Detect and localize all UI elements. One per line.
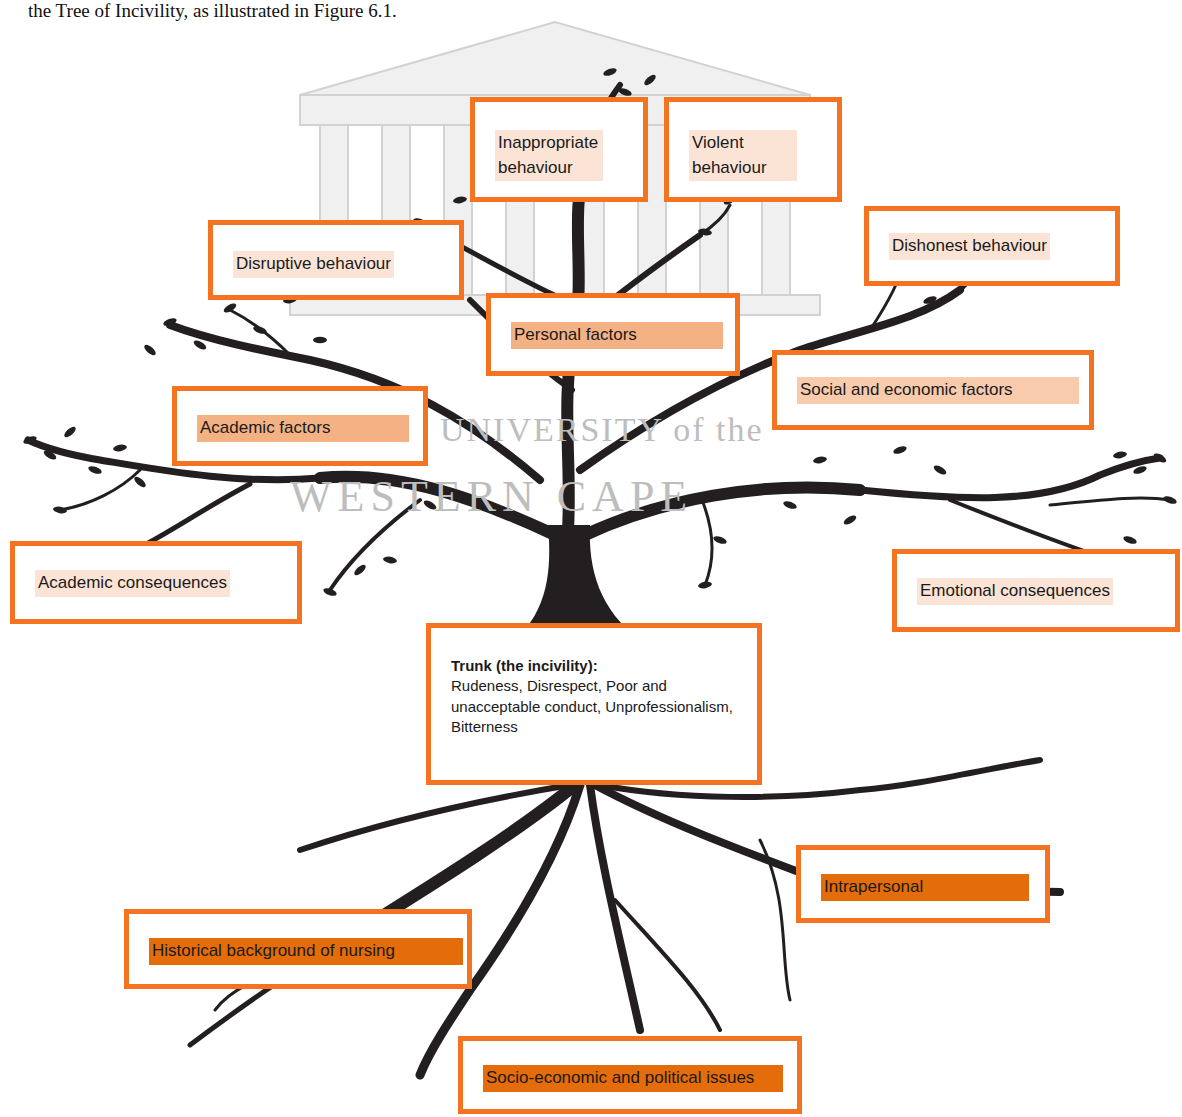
label-box: Social and economic factors xyxy=(772,350,1094,430)
watermark-text: UNIVERSITY of the xyxy=(440,410,764,450)
leaf xyxy=(143,343,158,357)
leaf xyxy=(192,339,207,352)
label-box: Dishonest behaviour xyxy=(864,206,1120,286)
leaf xyxy=(922,295,937,306)
document-text: the Tree of Incivility, as illustrated i… xyxy=(28,0,397,22)
trunk-body-text: Rudeness, Disrespect, Poor and unaccepta… xyxy=(451,676,743,737)
watermark-text: WESTERN CAPE xyxy=(290,472,693,522)
root xyxy=(615,900,720,1030)
root xyxy=(300,785,570,850)
twig xyxy=(60,470,140,510)
box-text: Dishonest behaviour xyxy=(889,233,1050,260)
leaf xyxy=(113,444,128,453)
leaf xyxy=(252,325,267,336)
label-box: Academic factors xyxy=(172,386,428,466)
leaf xyxy=(42,449,57,462)
label-box: Personal factors xyxy=(486,293,740,376)
leaf xyxy=(453,196,468,205)
box-text: Social and economic factors xyxy=(797,377,1079,404)
tree xyxy=(28,85,1170,1075)
label-box: Disruptive behaviour xyxy=(208,220,464,300)
leaf xyxy=(1113,451,1128,460)
label-box: Intrapersonal xyxy=(796,845,1050,923)
leaf xyxy=(782,500,797,511)
leaf xyxy=(53,506,68,515)
trunk-box: Trunk (the incivility):Rudeness, Disresp… xyxy=(426,623,762,785)
leaf xyxy=(698,581,713,590)
box-text: Emotional consequences xyxy=(917,578,1113,605)
box-text: Academic factors xyxy=(197,415,409,442)
box-text: Socio-economic and political issues xyxy=(483,1065,783,1092)
box-text: Intrapersonal xyxy=(821,874,1029,901)
box-text: Inappropriate behaviour xyxy=(495,130,603,181)
box-text: Academic consequences xyxy=(35,570,230,597)
leaf xyxy=(313,337,327,343)
label-box: Academic consequences xyxy=(10,541,302,624)
label-box: Historical background of nursing xyxy=(124,909,472,989)
box-text: Personal factors xyxy=(511,322,723,349)
leaves xyxy=(22,67,1177,607)
leaf xyxy=(932,464,947,477)
label-box: Inappropriate behaviour xyxy=(470,97,648,202)
root xyxy=(590,785,640,1030)
root xyxy=(760,840,790,1000)
leaf xyxy=(813,456,828,465)
leaf xyxy=(892,445,907,456)
leaf xyxy=(133,475,148,489)
leaf xyxy=(383,556,398,565)
label-box: Violent behaviour xyxy=(664,97,842,202)
leaf xyxy=(842,514,857,527)
box-text: Disruptive behaviour xyxy=(233,251,394,278)
leaf xyxy=(1122,535,1137,546)
trunk-heading: Trunk (the incivility): xyxy=(451,656,743,676)
leaf xyxy=(353,563,368,577)
branch xyxy=(860,458,1160,498)
leaf xyxy=(87,465,102,476)
leaf xyxy=(1152,452,1167,465)
leaf xyxy=(698,228,713,237)
box-text: Violent behaviour xyxy=(689,130,797,181)
label-box: Socio-economic and political issues xyxy=(458,1036,802,1114)
leaf xyxy=(602,67,617,78)
leaf xyxy=(22,435,37,446)
leaf xyxy=(1162,495,1177,506)
box-text: Historical background of nursing xyxy=(149,938,463,965)
leaf xyxy=(63,425,78,439)
twig xyxy=(230,310,290,355)
branch xyxy=(170,325,540,480)
twig xyxy=(1050,498,1170,505)
leaf xyxy=(222,302,237,315)
twig xyxy=(700,495,712,585)
leaf xyxy=(643,73,658,87)
leaf xyxy=(712,535,727,546)
leaf xyxy=(162,317,177,328)
leaf xyxy=(1132,465,1147,476)
pediment xyxy=(300,22,810,95)
leaf xyxy=(322,587,337,598)
leaf xyxy=(617,87,632,98)
label-box: Emotional consequences xyxy=(892,549,1180,632)
